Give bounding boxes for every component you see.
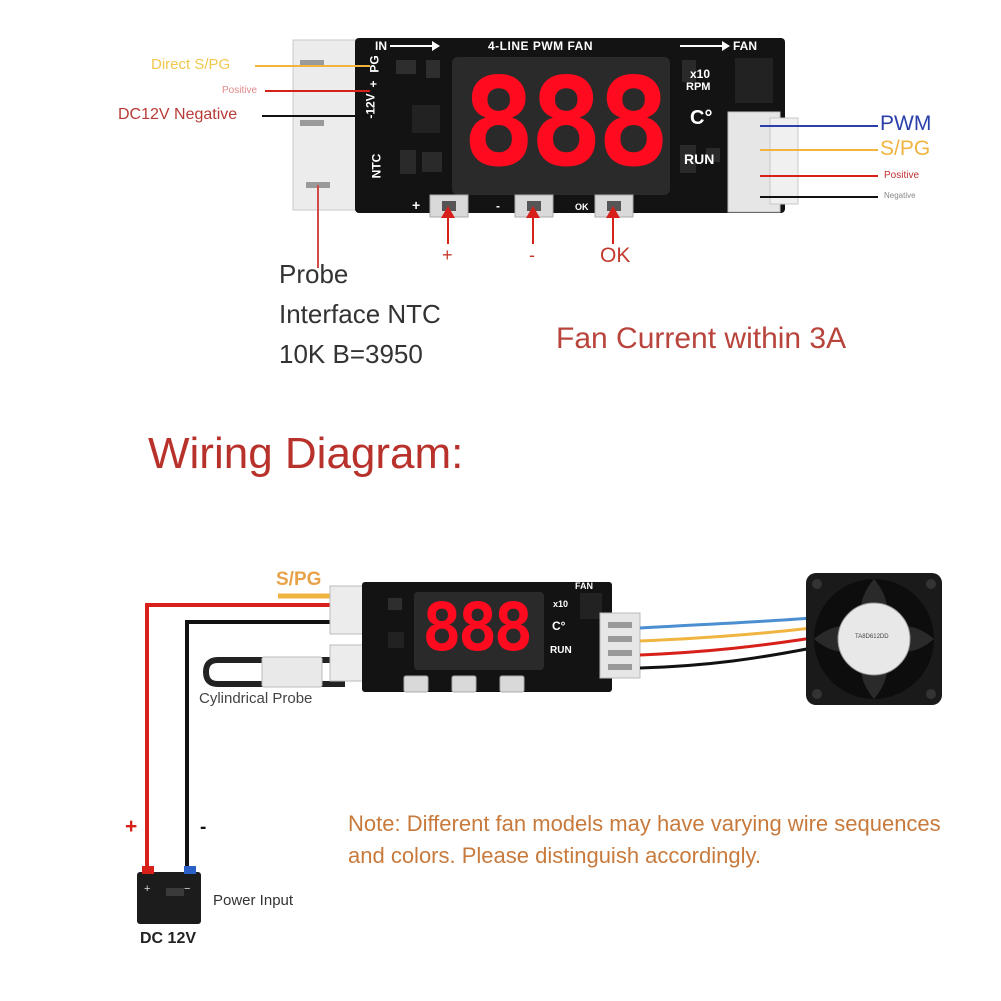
fan-current-note: Fan Current within 3A [556,322,847,355]
battery-minus-mark: − [184,883,191,895]
label-spg-right: S/PG [880,137,931,160]
seven-segment-display: 888 [462,52,670,194]
power-input-label: Power Input [213,892,294,909]
board-pin-plus: + [366,80,381,88]
wiring-board-fan-label: FAN [575,581,593,591]
fan-model-note: Note: Different fan models may have vary… [348,811,941,868]
display-window [452,57,670,195]
cylindrical-probe-label: Cylindrical Probe [199,690,313,707]
wiring-diagram [137,573,942,924]
board-x10-label: x10 [690,67,711,81]
board-celsius-label: C° [690,107,713,129]
board-rpm-label: RPM [686,81,711,93]
wiring-spg-label: S/PG [276,569,322,590]
wiring-diagram-title: Wiring Diagram: [148,429,464,478]
arrow-minus [526,206,540,244]
wiring-board-run: RUN [550,645,572,656]
wiring-display-window [414,592,544,670]
arrow-plus [441,206,455,244]
label-button-plus: + [442,245,453,265]
dc12v-label: DC 12V [140,930,197,947]
board-silk-minus: - [496,199,500,213]
probe-label-line2: Interface NTC [279,299,441,329]
wiring-board-celsius: C° [552,619,566,633]
fan-wire-black [639,646,813,670]
board-pin-ntc: NTC [369,153,384,179]
battery-12v [137,866,201,924]
label-positive-left: Positive [222,85,258,96]
label-dc12v-negative: DC12V Negative [118,106,238,123]
top-diagram [255,38,878,268]
label-button-minus: - [529,245,535,265]
probe-label-line3: 10K B=3950 [279,339,423,369]
label-pwm: PWM [880,112,932,135]
wiring-seven-segment: 888 [422,589,533,666]
wire-positive-red [145,603,345,878]
probe-label-line1: Probe [279,259,349,289]
probe-sleeve [261,656,323,688]
fan-wire-red [639,636,813,657]
probe-cable [202,657,345,687]
label-button-ok: OK [600,244,631,267]
battery-plus-mark: + [144,883,151,895]
board-run-label: RUN [684,151,715,167]
board-pin-pg: PG [367,55,382,73]
wiring-minus-label: - [200,817,207,838]
fan-label-text: TA8D612DD [855,634,889,640]
board-silk-ok: OK [575,202,589,212]
board-pin-12v: -12V [363,93,378,119]
wiring-plus-label: + [125,815,138,838]
board-fan-label: FAN [733,39,757,53]
board-in-label: IN [375,39,387,53]
cooling-fan [806,573,942,705]
label-direct-spg: Direct S/PG [151,56,231,73]
fan-wire-yellow [639,626,813,643]
label-negative-right: Negative [884,191,916,200]
board-title: 4-LINE PWM FAN [488,39,593,53]
arrow-ok [606,206,620,244]
wire-negative-black [185,620,345,878]
board-silk-plus: + [412,197,421,213]
fan-wire-blue [639,616,813,630]
label-positive-right: Positive [884,170,920,181]
wiring-board-x10: x10 [553,599,569,609]
